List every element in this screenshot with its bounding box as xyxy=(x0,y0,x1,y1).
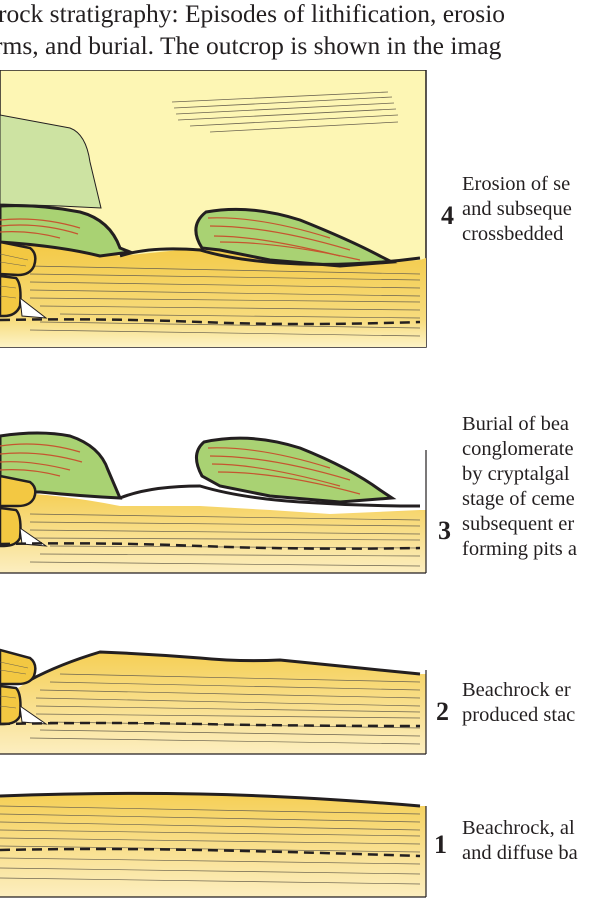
stage-1-panel xyxy=(0,790,427,898)
stage-3-panel xyxy=(0,410,427,574)
stage-4-description: Erosion of se and subseque crossbedded xyxy=(462,173,572,245)
stage-3-description: Burial of bea conglomerate by cryptalgal… xyxy=(462,413,578,560)
stage-1-description: Beachrock, al and diffuse ba xyxy=(462,817,578,864)
stage-4-illustration xyxy=(0,70,427,348)
stage-4-panel xyxy=(0,70,427,348)
stage-4-number: 4 xyxy=(441,201,454,230)
stage-1-number: 1 xyxy=(434,830,447,859)
stage-3-illustration xyxy=(0,410,427,574)
stage-2-description: Beachrock er produced stac xyxy=(462,679,576,726)
stage-2-panel xyxy=(0,640,427,755)
stage-3-number: 3 xyxy=(438,516,451,545)
stage-2-number: 2 xyxy=(436,697,449,726)
caption-line-1: rock stratigraphy: Episodes of lithifica… xyxy=(0,0,506,28)
stage-1-illustration xyxy=(0,790,427,898)
caption-line-2: rms, and burial. The outcrop is shown in… xyxy=(0,31,502,60)
stage-2-illustration xyxy=(0,640,427,755)
